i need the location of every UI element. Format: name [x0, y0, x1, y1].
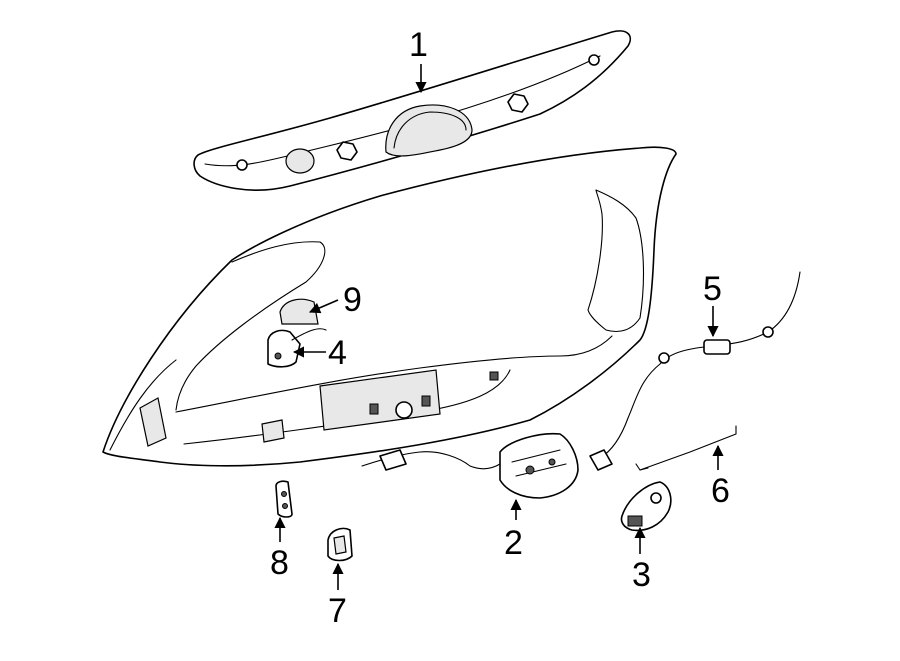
callout-4: 4: [328, 334, 347, 372]
upper-trim-panel: [193, 30, 632, 191]
callout-9: 9: [343, 281, 362, 319]
callout-5: 5: [703, 270, 722, 308]
callout-8: 8: [270, 544, 289, 582]
bumper-cap: [279, 298, 319, 325]
latch-rod: [635, 425, 737, 471]
callout-7: 7: [328, 592, 347, 630]
callout-3: 3: [632, 556, 651, 594]
leader-lines: [274, 64, 724, 590]
actuator: [620, 481, 672, 532]
liftgate-inner-panel: [102, 146, 677, 467]
callout-6: 6: [711, 472, 730, 510]
callout-1: 1: [409, 26, 428, 64]
latch-bracket: [267, 328, 327, 368]
hinge-bracket: [275, 480, 293, 518]
latch-assembly: [361, 432, 579, 499]
callout-2: 2: [504, 524, 523, 562]
release-cable: [589, 271, 801, 471]
bumper: [327, 527, 353, 562]
